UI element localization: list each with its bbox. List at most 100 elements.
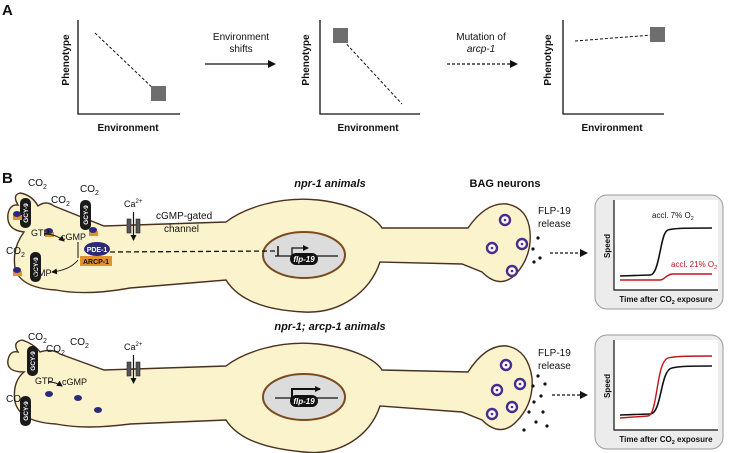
svg-text:GCY-9: GCY-9 <box>23 401 30 421</box>
top-gtp-label: GTP <box>31 228 50 238</box>
svg-text:GCY-9: GCY-9 <box>83 205 90 225</box>
bottom-curve-21-percent <box>619 355 713 419</box>
bottom-gene-promoter-arrow <box>291 386 321 398</box>
bottom-gene-box <box>290 395 318 407</box>
plot3-xlabel: Environment <box>581 123 643 134</box>
plot1-ylabel: Phenotype <box>61 34 72 86</box>
svg-text:CO2: CO2 <box>51 195 70 208</box>
plot1-xlabel: Environment <box>97 123 159 134</box>
bag-neurons-label: BAG neurons <box>470 178 541 190</box>
svg-text:GCY-9: GCY-9 <box>33 257 40 277</box>
plot2-trend-line <box>339 36 403 105</box>
top-co2-label-2: CO2 <box>80 184 99 197</box>
svg-text:CO2: CO2 <box>28 178 47 191</box>
top-gene-box <box>290 253 318 265</box>
top-title: npr-1 animals <box>294 178 366 190</box>
bottom-co2-label-2: CO2 <box>46 344 65 357</box>
svg-text:CO2: CO2 <box>46 344 65 357</box>
plot3-axes <box>562 20 664 115</box>
plot-2: Phenotype Environment <box>301 20 420 134</box>
top-co2-label-3: CO2 <box>51 195 70 208</box>
bottom-curve-7-percent <box>619 365 713 416</box>
top-release-label-1: FLP-19 <box>538 206 571 217</box>
top-channel-label-2: channel <box>164 224 199 235</box>
top-gmp-label: GMP <box>31 268 52 278</box>
top-channel-label-1: cGMP-gated <box>156 211 212 222</box>
top-release-label-2: release <box>538 219 571 230</box>
svg-text:PDE-1: PDE-1 <box>87 247 108 254</box>
bottom-gene-label: flp-19 <box>293 397 315 406</box>
bottom-speed-inset: Speed Time after CO2 exposure <box>594 334 724 450</box>
plot1-trend-line <box>94 32 159 94</box>
svg-text:CO2: CO2 <box>28 332 47 345</box>
arrow2-line2: arcp-1 <box>467 44 495 55</box>
plot2-xlabel: Environment <box>337 123 399 134</box>
plot1-state-square <box>151 86 166 101</box>
plot2-state-square <box>333 28 348 43</box>
top-gmp-arrow <box>51 259 79 275</box>
top-repression-line <box>109 250 277 253</box>
top-gcy9-receptor-1: GCY-9 <box>20 198 31 228</box>
arrow1-line2: shifts <box>229 44 252 55</box>
plot3-trend-line <box>574 34 653 42</box>
top-arcp1-protein: ARCP-1 <box>80 256 112 266</box>
top-curve-21-percent <box>620 273 712 281</box>
top-pde1-protein: PDE-1 <box>84 242 110 256</box>
svg-text:CO2: CO2 <box>70 337 89 350</box>
panel-b-label: B <box>2 170 13 187</box>
arrow1-line1: Environment <box>213 32 269 43</box>
panel-a-label: A <box>2 2 13 19</box>
bottom-released-peptides <box>522 374 549 432</box>
bottom-vesicles <box>485 358 527 421</box>
mutation-arrow: Mutation of arcp-1 <box>447 32 518 68</box>
top-curve-7-percent <box>619 227 713 277</box>
top-speed-inset: Speed Time after CO2 exposure accl. 7% O… <box>594 194 724 310</box>
top-calcium-channel: Ca2+ <box>124 199 143 241</box>
plot3-ylabel: Phenotype <box>543 34 554 86</box>
top-gcy9-receptor-3: GCY-9 <box>30 252 41 282</box>
bottom-inset-ylabel: Speed <box>603 374 612 398</box>
bottom-gtp-arrow <box>47 380 63 387</box>
top-co2-label-1: CO2 <box>28 178 47 191</box>
top-released-peptides <box>531 236 542 264</box>
plot1-axes <box>77 20 180 115</box>
bottom-co2-label-4: CO2 <box>6 394 25 407</box>
bottom-release-label-2: release <box>538 361 571 372</box>
plot2-ylabel: Phenotype <box>301 34 312 86</box>
bottom-release-label-1: FLP-19 <box>538 348 571 359</box>
bottom-co2-label-1: CO2 <box>28 332 47 345</box>
bottom-cgmp-label: cGMP <box>62 377 87 387</box>
bottom-gcy9-receptor-2: GCY-9 <box>20 396 31 426</box>
bottom-neuron-scene: npr-1; arcp-1 animals flp-19 GCY-9 GCY-9… <box>6 321 724 453</box>
top-legend-7: accl. 7% O2 <box>652 211 694 222</box>
top-neuron-scene: npr-1 animals BAG neurons flp-19 GCY-9 G… <box>6 178 724 313</box>
top-inset-xlabel: Time after CO2 exposure <box>619 295 713 306</box>
plot-3: Phenotype Environment <box>543 20 665 134</box>
top-gcy9-receptor-2: GCY-9 <box>80 200 91 230</box>
top-vesicles <box>485 213 529 278</box>
svg-text:Ca2+: Ca2+ <box>124 199 143 209</box>
environment-shift-arrow: Environment shifts <box>205 32 276 68</box>
svg-text:CO2: CO2 <box>6 394 25 407</box>
top-legend-21: accl. 21% O2 <box>671 260 717 271</box>
svg-text:GCY-9: GCY-9 <box>30 351 37 371</box>
svg-text:ARCP-1: ARCP-1 <box>83 259 109 266</box>
svg-text:GCY-9: GCY-9 <box>23 203 30 223</box>
bottom-gcy9-receptor-1: GCY-9 <box>27 346 38 376</box>
svg-text:CO2: CO2 <box>80 184 99 197</box>
top-inset-ylabel: Speed <box>603 234 612 258</box>
bottom-calcium-channel: Ca2+ <box>124 342 143 384</box>
plot-1: Phenotype Environment <box>61 20 180 134</box>
svg-text:Ca2+: Ca2+ <box>124 342 143 352</box>
plot3-state-square <box>650 27 665 42</box>
bottom-inset-xlabel: Time after CO2 exposure <box>619 435 713 446</box>
bottom-gtp-label: GTP <box>35 376 54 386</box>
bottom-cgmp-molecules <box>45 391 102 413</box>
bottom-title: npr-1; arcp-1 animals <box>274 321 385 333</box>
top-gtp-arrow <box>43 233 65 242</box>
top-cgmp-label: cGMP <box>61 232 86 242</box>
bottom-co2-label-3: CO2 <box>70 337 89 350</box>
top-gene-promoter-arrow <box>291 245 309 256</box>
top-co2-label-4: CO2 <box>6 246 25 259</box>
